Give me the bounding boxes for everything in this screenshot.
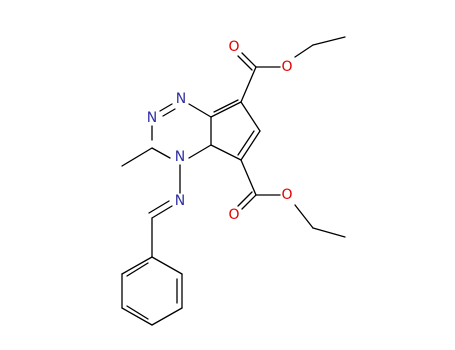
triazine-ring <box>151 103 212 159</box>
bond-c4a-n-top <box>188 103 212 118</box>
atom-o-ester2-ether: O <box>281 187 292 203</box>
phenyl-ring <box>121 256 183 326</box>
bond-c6-c7 <box>240 130 261 161</box>
bond-ph-1-2 <box>151 256 183 275</box>
bond-ethyl-ch2-ch3 <box>312 227 346 238</box>
bond-c6-c7-double <box>237 130 255 156</box>
cyclopenta-ring <box>210 99 261 161</box>
bond-o-ethyl-ch2 <box>294 44 314 58</box>
bond-c3-n-bridge <box>151 147 171 159</box>
bond-c7-carbonyl-c <box>240 159 257 196</box>
bond-c4a-c5-double <box>213 99 239 113</box>
bond-c5-carbonyl-c <box>240 66 257 103</box>
bond-c3-methyl <box>121 147 153 167</box>
bond-carbonyl-c-o-double-b <box>237 55 253 71</box>
ester-lower <box>237 159 346 238</box>
bond-c5-c6 <box>240 101 261 132</box>
bond-n-top-n-left <box>159 103 173 112</box>
atom-n-triazine-top: N <box>176 91 186 107</box>
bond-n-top-n-left-double <box>162 108 176 117</box>
bond-c4a-c5 <box>210 101 242 118</box>
atom-n-imine: N <box>175 193 185 209</box>
ester-upper <box>237 36 346 103</box>
atom-n-triazine-bridge: N <box>175 149 185 165</box>
atom-n-triazine-left: N <box>147 110 157 126</box>
bond-carbonyl-c-o-double-a <box>241 52 257 68</box>
atom-o-ester1-ether: O <box>281 59 292 75</box>
bond-ph-inner-b <box>126 305 149 320</box>
atom-labels: N N N N O O O O <box>147 39 293 223</box>
bond-n-imine-ch <box>151 205 173 219</box>
bond-n-imine-ch-double <box>148 200 170 214</box>
bond-ethyl-ch2-ch3 <box>312 36 346 46</box>
bond-ph-inner-c <box>126 262 149 277</box>
benzylidene-amino <box>148 164 181 258</box>
bond-carbonyl-c-o-double-b <box>237 191 253 207</box>
bond-o-ethyl-ch2 <box>294 204 314 229</box>
bond-ph-6-1 <box>121 256 153 275</box>
bond-carbonyl-c-o-double-a <box>241 194 257 210</box>
bond-n-bridge-c7a <box>188 144 212 159</box>
bond-c7-c7a <box>210 144 242 161</box>
bond-ph-3-4 <box>151 307 183 326</box>
atom-o-ester1-carbonyl: O <box>228 39 239 55</box>
bond-ph-4-5 <box>121 307 153 326</box>
atom-o-ester2-carbonyl: O <box>228 207 239 223</box>
